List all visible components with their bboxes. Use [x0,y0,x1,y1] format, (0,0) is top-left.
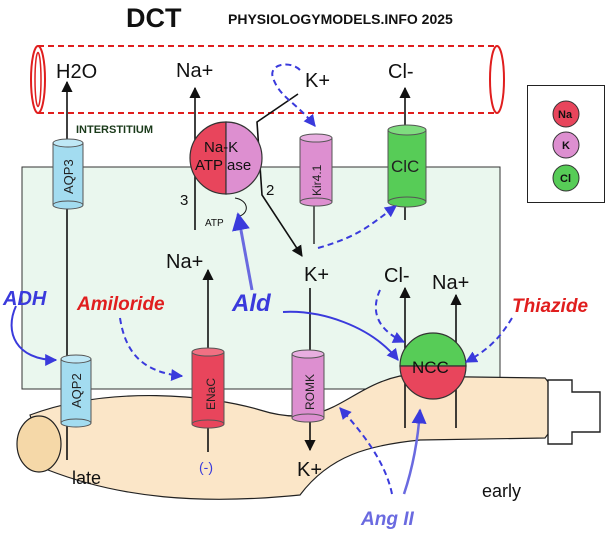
label-na-cell: Na+ [166,251,203,273]
adh-arrow [10,305,58,366]
aqp3-channel: AQP3 [52,138,84,210]
angii-ncc-arrow [402,408,427,495]
kir-label: Kir4.1 [310,164,324,196]
kir-channel: Kir4.1 [299,133,333,207]
legend-na-swatch [552,100,580,128]
legend-cl-label: Cl [560,173,571,185]
clc-channel: ClC [387,124,427,208]
aqp2-channel: AQP2 [60,354,92,428]
pump-label-line1: Na-K [204,139,238,156]
label-early: early [482,481,521,501]
label-k-top: K+ [305,70,330,92]
enac-channel: ENaC [191,347,225,429]
pump-label-ase: ase [227,157,251,174]
romk-channel: ROMK [291,349,325,423]
capillary [30,45,505,114]
ncc-label: NCC [412,358,449,377]
legend-k-label: K [562,140,570,152]
legend-na-label: Na [558,109,573,121]
label-k-cell: K+ [304,264,329,286]
amiloride-label: Amiloride [76,294,165,315]
ald-pump-arrow [232,212,254,291]
angii-romk-arrow [339,407,393,495]
stoich-na: 3 [180,192,188,209]
label-late: late [72,468,101,488]
thiazide-label: Thiazide [512,296,588,317]
label-k-lumen: K+ [297,459,322,481]
atp-label: ATP [205,218,224,229]
tubule [16,375,601,500]
page-title: DCT [126,3,182,33]
label-na-ncc: Na+ [432,272,469,294]
amiloride-arrow [119,317,184,381]
label-na-top: Na+ [176,60,213,82]
romk-label: ROMK [303,374,317,410]
ald-label: Ald [231,290,272,317]
k-recycling-arrow [271,63,316,127]
credit-text: PHYSIOLOGYMODELS.INFO 2025 [228,11,453,27]
na-k-atpase-pump: Na-K ATP ase [189,121,263,195]
stoich-k: 2 [266,182,274,199]
cl-ncc-arrow [375,289,406,343]
legend-k-swatch [552,131,580,159]
label-cl-top: Cl- [388,61,414,83]
ncc-cotransporter: NCC [399,332,467,400]
legend-svg: Na K Cl [552,100,580,192]
aqp2-label: AQP2 [69,373,84,408]
enac-label: ENaC [204,378,218,410]
thiazide-arrow [464,317,513,363]
aqp3-label: AQP3 [61,159,76,194]
label-lumen-negative: (-) [199,459,213,475]
clc-label: ClC [391,157,419,176]
legend-cl-swatch [552,164,580,192]
legend-box: Na K Cl [527,85,605,203]
pump-label-atp: ATP [195,157,223,174]
angii-label: Ang II [360,509,414,530]
interstitium-label: INTERSTITIUM [76,124,153,136]
ald-ncc-arrow [282,310,399,361]
cl-recycling-arrow [317,205,397,249]
label-h2o: H2O [56,61,97,83]
adh-label: ADH [2,288,47,310]
label-cl-cell: Cl- [384,265,410,287]
